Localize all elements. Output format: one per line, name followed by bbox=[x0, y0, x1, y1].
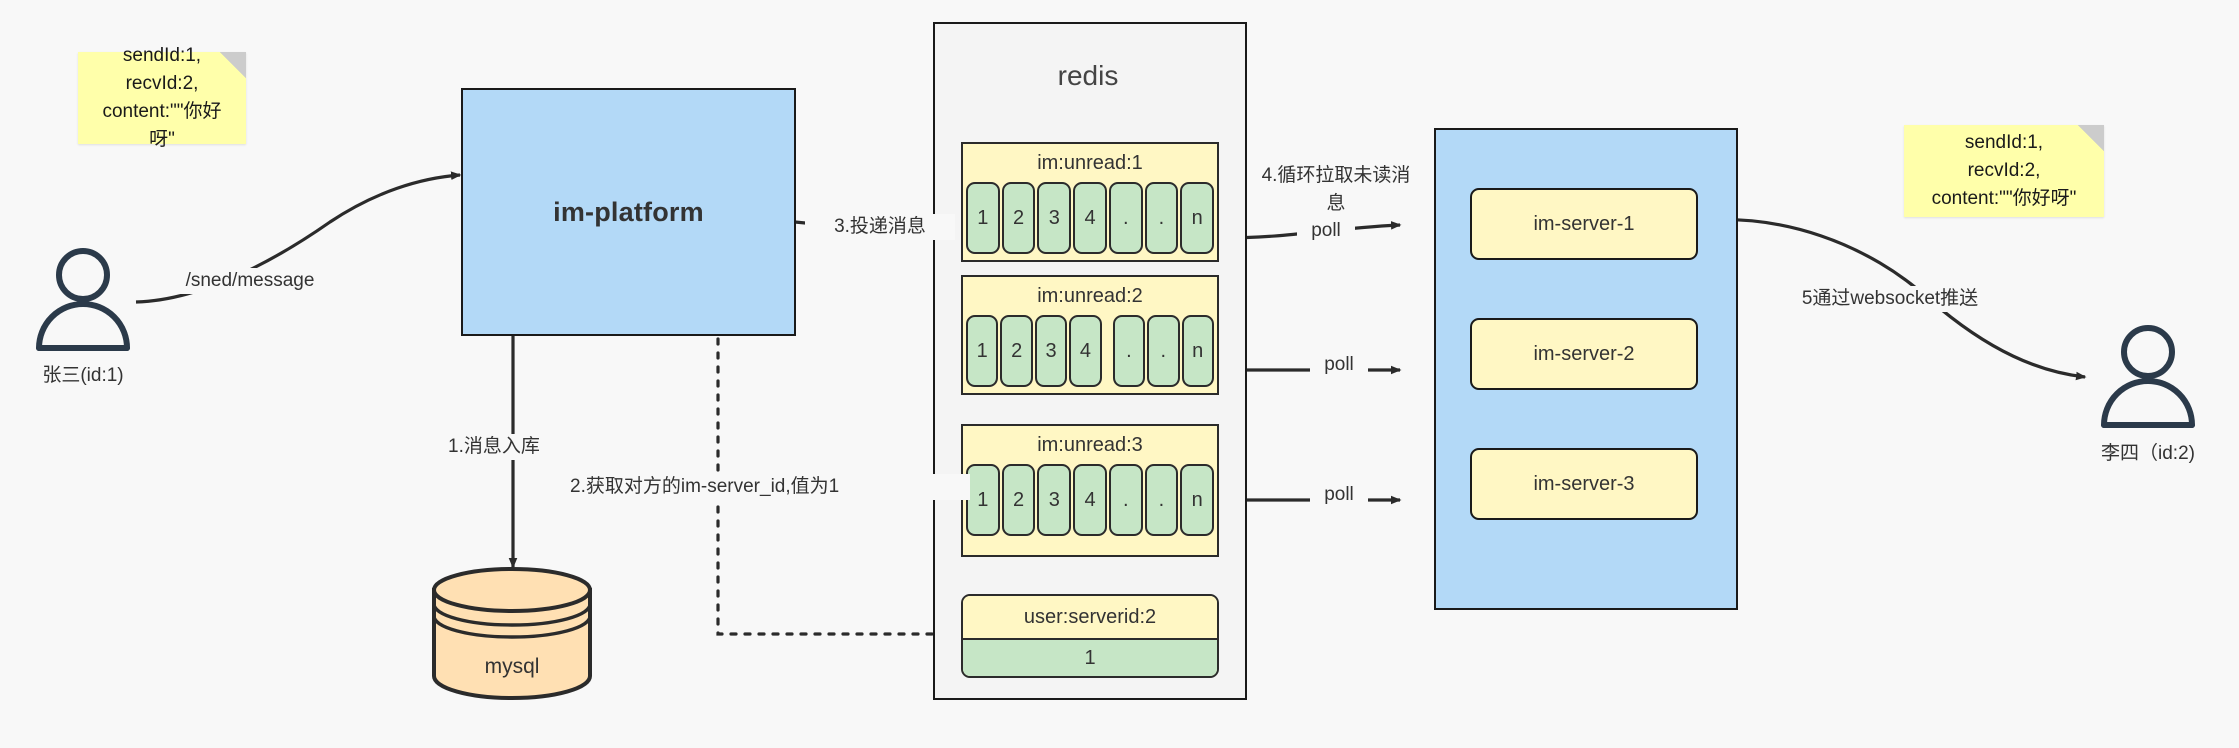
list-cell: . bbox=[1144, 464, 1179, 536]
list-cell: 3 bbox=[1037, 464, 1072, 536]
redis-title: redis bbox=[1057, 60, 1119, 91]
note-left: sendId:1, recvId:2, content:""你好呀" bbox=[78, 45, 246, 150]
list-cell: 3 bbox=[1037, 182, 1072, 254]
redis-list-3[interactable]: im:unread:3 1 2 3 4 . . n bbox=[961, 424, 1219, 557]
im-server-3[interactable]: im-server-3 bbox=[1470, 448, 1698, 520]
redis-list-3-key: im:unread:3 bbox=[1037, 434, 1143, 456]
redis-kv-user-serverid[interactable]: user:serverid:2 1 bbox=[961, 594, 1219, 678]
mysql-database[interactable] bbox=[428, 566, 596, 700]
list-cell: 1 bbox=[966, 182, 1000, 254]
redis-list-2[interactable]: im:unread:2 1 2 3 4 . . n bbox=[961, 275, 1219, 395]
list-cell: . bbox=[1108, 464, 1143, 536]
list-cell: . bbox=[1147, 315, 1180, 387]
database-cylinder-icon bbox=[432, 567, 592, 700]
actor-sender[interactable] bbox=[28, 245, 138, 355]
edge-label-send-message: /sned/message bbox=[160, 268, 340, 294]
im-server-2-label: im-server-2 bbox=[1533, 342, 1635, 365]
note-right: sendId:1, recvId:2, content:""你好呀" bbox=[1904, 125, 2104, 217]
redis-kv-value: 1 bbox=[963, 638, 1217, 676]
list-cell: 3 bbox=[1034, 315, 1068, 387]
list-cell: n bbox=[1180, 182, 1215, 254]
actor-receiver-label: 李四（id:2) bbox=[2101, 443, 2195, 464]
edge-label-poll-2: poll bbox=[1310, 352, 1368, 378]
list-cell: 1 bbox=[966, 315, 999, 387]
person-icon bbox=[36, 248, 130, 351]
redis-list-1[interactable]: im:unread:1 1 2 3 4 . . n bbox=[961, 142, 1219, 262]
actor-receiver[interactable] bbox=[2093, 322, 2203, 432]
actor-sender-label: 张三(id:1) bbox=[42, 365, 124, 386]
im-platform-label: im-platform bbox=[553, 196, 704, 227]
list-cell: 2 bbox=[1001, 464, 1036, 536]
redis-list-1-key: im:unread:1 bbox=[1037, 152, 1143, 174]
list-cell: 1 bbox=[966, 464, 1000, 536]
mysql-label: mysql bbox=[484, 655, 540, 678]
im-server-3-label: im-server-3 bbox=[1533, 472, 1635, 495]
edge-label-poll-1: poll bbox=[1297, 218, 1355, 244]
im-server-1-label: im-server-1 bbox=[1533, 212, 1635, 235]
note-left-text: sendId:1, recvId:2, content:""你好呀" bbox=[102, 45, 222, 150]
list-cell: . bbox=[1112, 315, 1146, 387]
im-server-2[interactable]: im-server-2 bbox=[1470, 318, 1698, 390]
list-cell: 4 bbox=[1069, 315, 1102, 387]
redis-list-2-key: im:unread:2 bbox=[1037, 285, 1143, 307]
list-cell: . bbox=[1144, 182, 1179, 254]
im-server-1[interactable]: im-server-1 bbox=[1470, 188, 1698, 260]
redis-kv-key: user:serverid:2 bbox=[963, 596, 1217, 638]
edge-label-step2: 2.获取对方的im-server_id,值为1 bbox=[570, 474, 970, 500]
edge-label-poll-3: poll bbox=[1310, 482, 1368, 508]
redis-list-2-cells: 1 2 3 4 . . n bbox=[963, 315, 1217, 387]
note-fold-icon bbox=[2078, 125, 2104, 151]
im-platform-box[interactable]: im-platform bbox=[461, 88, 796, 336]
note-right-text: sendId:1, recvId:2, content:""你好呀" bbox=[1931, 132, 2077, 209]
edge-label-step5: 5通过websocket推送 bbox=[1780, 286, 2000, 312]
edge-label-step4: 4.循环拉取未读消息 bbox=[1256, 162, 1416, 218]
edge-step2-serverid bbox=[713, 316, 962, 636]
list-cell: n bbox=[1180, 464, 1215, 536]
edge-label-step3: 3.投递消息 bbox=[805, 214, 955, 240]
list-cell: 4 bbox=[1073, 182, 1107, 254]
list-cell: . bbox=[1108, 182, 1143, 254]
edge-label-step1: 1.消息入库 bbox=[448, 434, 618, 460]
list-cell: 4 bbox=[1073, 464, 1107, 536]
redis-list-1-cells: 1 2 3 4 . . n bbox=[963, 182, 1217, 254]
redis-list-3-cells: 1 2 3 4 . . n bbox=[963, 464, 1217, 536]
list-cell: 2 bbox=[1000, 315, 1033, 387]
person-icon bbox=[2101, 325, 2195, 428]
note-fold-icon bbox=[220, 52, 246, 78]
list-cell: 2 bbox=[1001, 182, 1036, 254]
list-cell: n bbox=[1181, 315, 1214, 387]
